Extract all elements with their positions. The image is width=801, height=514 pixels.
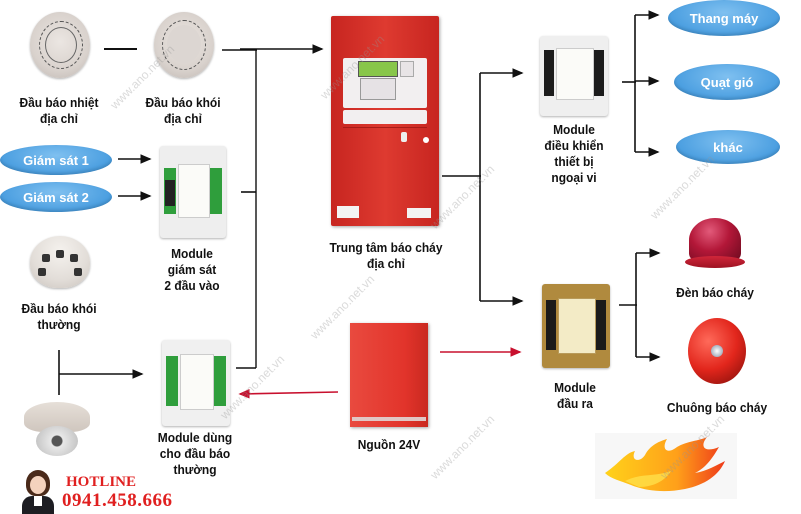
conventional-heat-detector-icon	[24, 402, 90, 462]
smoke-detector-icon	[154, 12, 214, 78]
fire-bell-label: Chuông báo cháy	[666, 400, 768, 415]
panel-label: Trung tâm báo cháy địa chỉ	[329, 240, 443, 271]
zone-module-label: Module dùng cho đầu báo thường	[157, 430, 233, 477]
output-module-label: Module đầu ra	[554, 380, 596, 411]
conventional-smoke-detector-icon	[30, 236, 90, 288]
smoke-detector-label: Đầu báo khói địa chỉ	[145, 95, 221, 126]
zone-module-icon	[160, 340, 232, 426]
fire-alarm-panel-icon	[331, 16, 439, 226]
flame-icon	[595, 433, 737, 499]
heat-detector-icon	[30, 12, 90, 78]
control-module-icon	[538, 36, 610, 116]
power-supply-icon	[350, 323, 428, 427]
output-module-icon	[540, 284, 612, 368]
fire-bell-icon	[688, 318, 746, 384]
elevator-output: Thang máy	[668, 0, 780, 36]
fan-output: Quạt gió	[674, 64, 780, 100]
control-module-label: Module điều khiển thiết bị ngoại vi	[544, 122, 604, 185]
supervise-input-2: Giám sát 2	[0, 182, 112, 212]
strobe-light-icon	[685, 218, 745, 270]
hotline-number[interactable]: 0941.458.666	[62, 490, 173, 511]
supervise-input-1: Giám sát 1	[0, 145, 112, 175]
other-output: khác	[676, 130, 780, 164]
heat-detector-label: Đầu báo nhiệt địa chỉ	[19, 95, 99, 126]
monitor-module-label: Module giám sát 2 đầu vào	[164, 246, 220, 293]
power-supply-label: Nguồn 24V	[357, 437, 421, 452]
conventional-smoke-detector-label: Đầu báo khói thường	[21, 301, 97, 332]
strobe-light-label: Đèn báo cháy	[676, 285, 754, 300]
monitor-module-icon	[156, 146, 230, 238]
support-agent-icon	[18, 468, 58, 514]
wire-power-to-conv	[238, 389, 339, 399]
hotline-title: HOTLINE	[66, 474, 137, 490]
